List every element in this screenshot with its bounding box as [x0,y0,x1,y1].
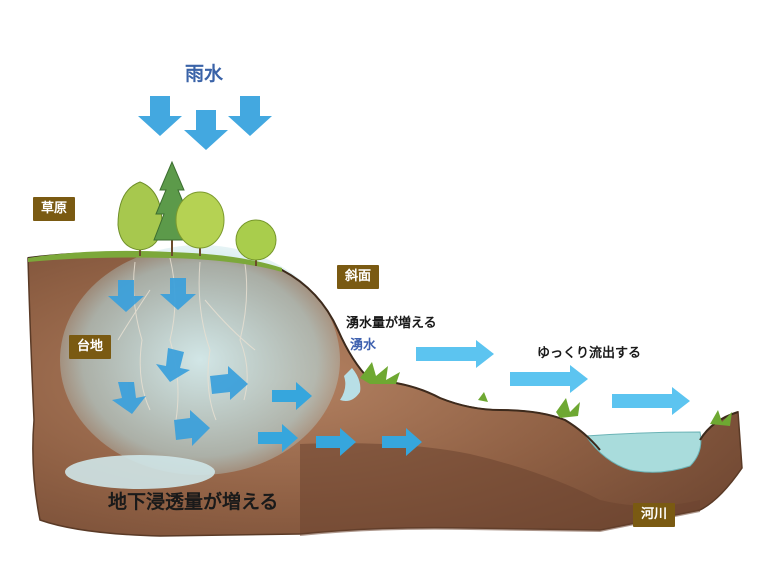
infiltration-arrows [108,278,248,446]
tree-icon [175,191,225,256]
arrow-right-icon [210,366,248,400]
river-water [585,431,702,473]
arrow-down-icon [112,382,146,414]
arrow-right-icon [612,387,690,415]
grass [28,250,732,426]
label-slope: 斜面 [337,265,380,289]
tree-roots [117,257,256,421]
arrow-right-icon [272,382,312,410]
label-plateau: 台地 [69,335,112,359]
groundwater-pool [65,455,215,489]
tree-icon [235,219,277,266]
infiltration-increase-text: 地下浸透量が増える [108,491,279,513]
surface-flow-arrows [416,340,690,415]
groundwater-flow-arrows [258,382,422,456]
arrow-right-icon [174,410,210,446]
arrow-down-icon [108,280,144,312]
arrow-right-icon [316,428,356,456]
spring-increase-text: 湧水量が増える [346,316,437,331]
tree-icon [117,181,163,256]
label-grassland: 草原 [33,197,76,221]
arrow-down-icon [160,278,196,310]
rain-arrows [138,96,272,150]
label-river: 河川 [633,503,676,527]
arrow-right-icon [258,424,298,452]
arrow-down-icon [184,110,228,150]
spring-outflow [340,368,361,401]
rain-title: 雨水 [185,63,224,85]
deep-soil-layer [300,443,700,536]
arrow-down-icon [156,348,190,382]
arrow-right-icon [510,365,588,393]
slow-outflow-text: ゆっくり流出する [537,346,642,361]
spring-water-label: 湧水 [350,338,377,353]
arrow-right-icon [416,340,494,368]
arrow-down-icon [228,96,272,136]
arrow-down-icon [138,96,182,136]
arrow-right-icon [382,428,422,456]
